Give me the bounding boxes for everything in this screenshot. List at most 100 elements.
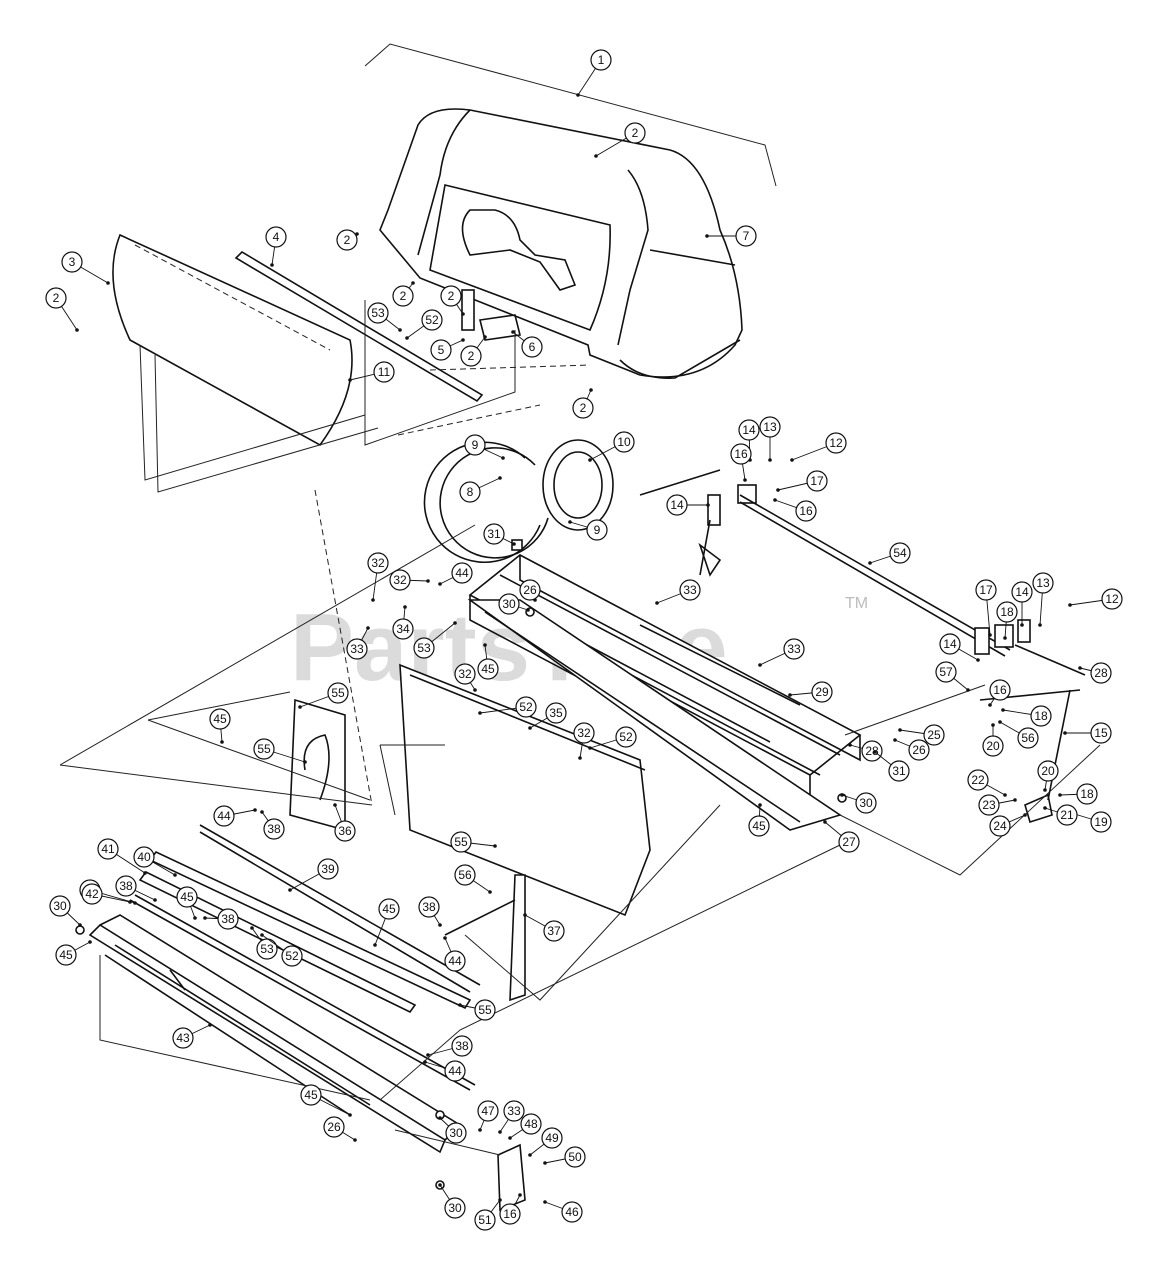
reference-lines xyxy=(314,364,591,806)
callout-22: 22 xyxy=(967,769,1007,797)
callout-label: 23 xyxy=(982,798,996,812)
callout-label: 39 xyxy=(321,862,335,876)
leader-dot xyxy=(523,913,527,917)
leader-dot xyxy=(528,1153,532,1157)
callout-14: 14 xyxy=(1011,581,1033,627)
callout-53: 53 xyxy=(413,621,457,659)
callout-label: 55 xyxy=(478,1003,492,1017)
callout-bubble xyxy=(564,1146,586,1168)
callout-label: 45 xyxy=(180,890,194,904)
callout-label: 30 xyxy=(53,899,67,913)
leader-dot xyxy=(758,663,762,667)
callout-42: 42 xyxy=(81,883,132,905)
callout-label: 28 xyxy=(865,744,879,758)
watermark-trademark: TM xyxy=(845,595,868,612)
callout-bubble xyxy=(783,638,805,660)
callout-33: 33 xyxy=(498,1100,525,1134)
leader-dot xyxy=(588,458,592,462)
callout-label: 12 xyxy=(829,436,843,450)
leader-dot xyxy=(411,281,415,285)
leader-dot xyxy=(768,458,772,462)
callout-label: 33 xyxy=(507,1104,521,1118)
callout-32: 32 xyxy=(367,552,389,602)
callout-bubble xyxy=(336,229,358,251)
callout-label: 26 xyxy=(523,583,537,597)
leader-dot xyxy=(998,720,1002,724)
callout-bubble xyxy=(982,735,1004,757)
callout-label: 44 xyxy=(217,809,231,823)
callout-bubble xyxy=(97,838,119,860)
callout-label: 40 xyxy=(137,850,151,864)
leader-dot xyxy=(348,378,352,382)
callout-label: 32 xyxy=(458,667,472,681)
leader-dot xyxy=(298,705,302,709)
callout-label: 18 xyxy=(1000,605,1014,619)
callout-bubble xyxy=(253,738,275,760)
callout-bubble xyxy=(1090,722,1112,744)
callout-label: 32 xyxy=(393,573,407,587)
callout-57: 57 xyxy=(935,661,970,692)
leader-dot xyxy=(288,888,292,892)
leader-dot xyxy=(526,608,530,612)
callout-label: 2 xyxy=(468,349,475,363)
callout-label: 52 xyxy=(519,700,533,714)
leader-dot xyxy=(461,312,465,316)
callout-bubble xyxy=(49,895,71,917)
callout-55: 55 xyxy=(298,682,349,709)
callout-bubble xyxy=(806,470,828,492)
callout-bubble xyxy=(615,726,637,748)
callout-bubble xyxy=(888,760,910,782)
leader-dot xyxy=(498,1130,502,1134)
callout-label: 13 xyxy=(763,420,777,434)
callout-3: 3 xyxy=(61,251,110,285)
leader-dot xyxy=(589,388,593,392)
callout-bubble xyxy=(300,1084,322,1106)
callout-label: 30 xyxy=(448,1201,462,1215)
leader-dot xyxy=(873,750,877,754)
callout-bubble xyxy=(978,794,1000,816)
callout-label: 54 xyxy=(893,546,907,560)
callout-label: 33 xyxy=(350,642,364,656)
callout-6: 6 xyxy=(511,330,543,358)
callout-26: 26 xyxy=(519,579,541,602)
lower-rails xyxy=(129,824,481,1091)
callout-label: 2 xyxy=(53,291,60,305)
callout-bubble xyxy=(515,696,537,718)
callout-18: 18 xyxy=(1001,705,1052,727)
leader-dot xyxy=(458,1003,462,1007)
callout-bubble xyxy=(418,896,440,918)
callout-bubble xyxy=(989,815,1011,837)
leader-dot xyxy=(655,601,659,605)
leader-dot xyxy=(1020,623,1024,627)
callout-44: 44 xyxy=(423,1060,466,1082)
leader-dot xyxy=(988,703,992,707)
leader-dot xyxy=(790,458,794,462)
callout-28: 28 xyxy=(1078,662,1112,684)
leader-dot xyxy=(976,658,980,662)
callout-52: 52 xyxy=(260,933,303,967)
callout-label: 53 xyxy=(371,306,385,320)
callout-44: 44 xyxy=(213,805,257,827)
callout-label: 46 xyxy=(565,1205,579,1219)
callout-51: 51 xyxy=(474,1198,502,1231)
callout-bubble xyxy=(795,500,817,522)
callout-label: 44 xyxy=(455,566,469,580)
callout-bubble xyxy=(748,815,770,837)
callout-11: 11 xyxy=(348,361,395,383)
callout-9: 9 xyxy=(568,519,608,541)
callout-bubble xyxy=(586,519,608,541)
leader-dot xyxy=(438,923,442,927)
leader-dot xyxy=(508,1136,512,1140)
leader-dot xyxy=(543,1200,547,1204)
leader-dot xyxy=(403,605,407,609)
leader-dot xyxy=(88,940,92,944)
callout-label: 45 xyxy=(213,712,227,726)
callout-label: 42 xyxy=(85,887,99,901)
callout-33: 33 xyxy=(758,638,805,667)
callout-bubble xyxy=(541,1127,563,1149)
callout-2: 2 xyxy=(572,388,594,419)
callout-label: 19 xyxy=(1094,815,1108,829)
callout-label: 52 xyxy=(285,949,299,963)
callout-label: 29 xyxy=(815,685,829,699)
callout-label: 45 xyxy=(752,819,766,833)
